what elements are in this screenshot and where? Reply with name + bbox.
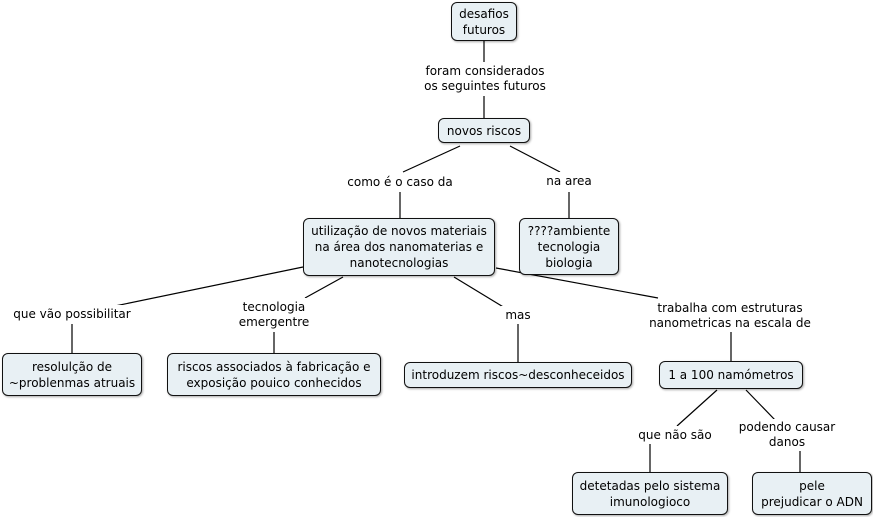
concept-pele-prejudicar-adn[interactable]: pele prejudicar o ADN [752,472,872,515]
link-como-e-o-caso-da: como é o caso da [340,173,460,191]
concept-utilizacao-novos-materiais[interactable]: utilização de novos materiais na área do… [303,218,495,276]
link-na-area: na area [540,172,598,190]
concept-riscos-associados[interactable]: riscos associados à fabricação e exposiç… [167,353,381,396]
link-mas: mas [501,306,535,324]
link-trabalha-com-estruturas: trabalha com estruturas nanometricas na … [645,299,815,332]
concept-detetadas-sistema-imunologico[interactable]: detetadas pelo sistema imunologioco [572,472,728,515]
link-tecnologia-emergentre: tecnologia emergentre [234,298,314,331]
concept-introduzem-riscos[interactable]: introduzem riscos~desconheceidos [404,362,632,388]
concept-1-a-100-nanometros[interactable]: 1 a 100 namómetros [659,361,803,389]
link-foram-considerados: foram considerados os seguintes futuros [418,63,552,95]
concept-novos-riscos[interactable]: novos riscos [438,118,530,143]
link-que-vao-possibilitar: que vão possibilitar [6,305,138,323]
concept-resolucao-problemas[interactable]: resolulção de ~problenmas atruais [2,353,142,396]
link-que-nao-sao: que não são [632,426,718,444]
concept-desafios-futuros[interactable]: desafios futuros [451,2,517,41]
link-podendo-causar-danos: podendo causar danos [733,419,841,451]
concept-ambiente-tecnologia-biologia[interactable]: ????ambiente tecnologia biologia [519,218,619,275]
